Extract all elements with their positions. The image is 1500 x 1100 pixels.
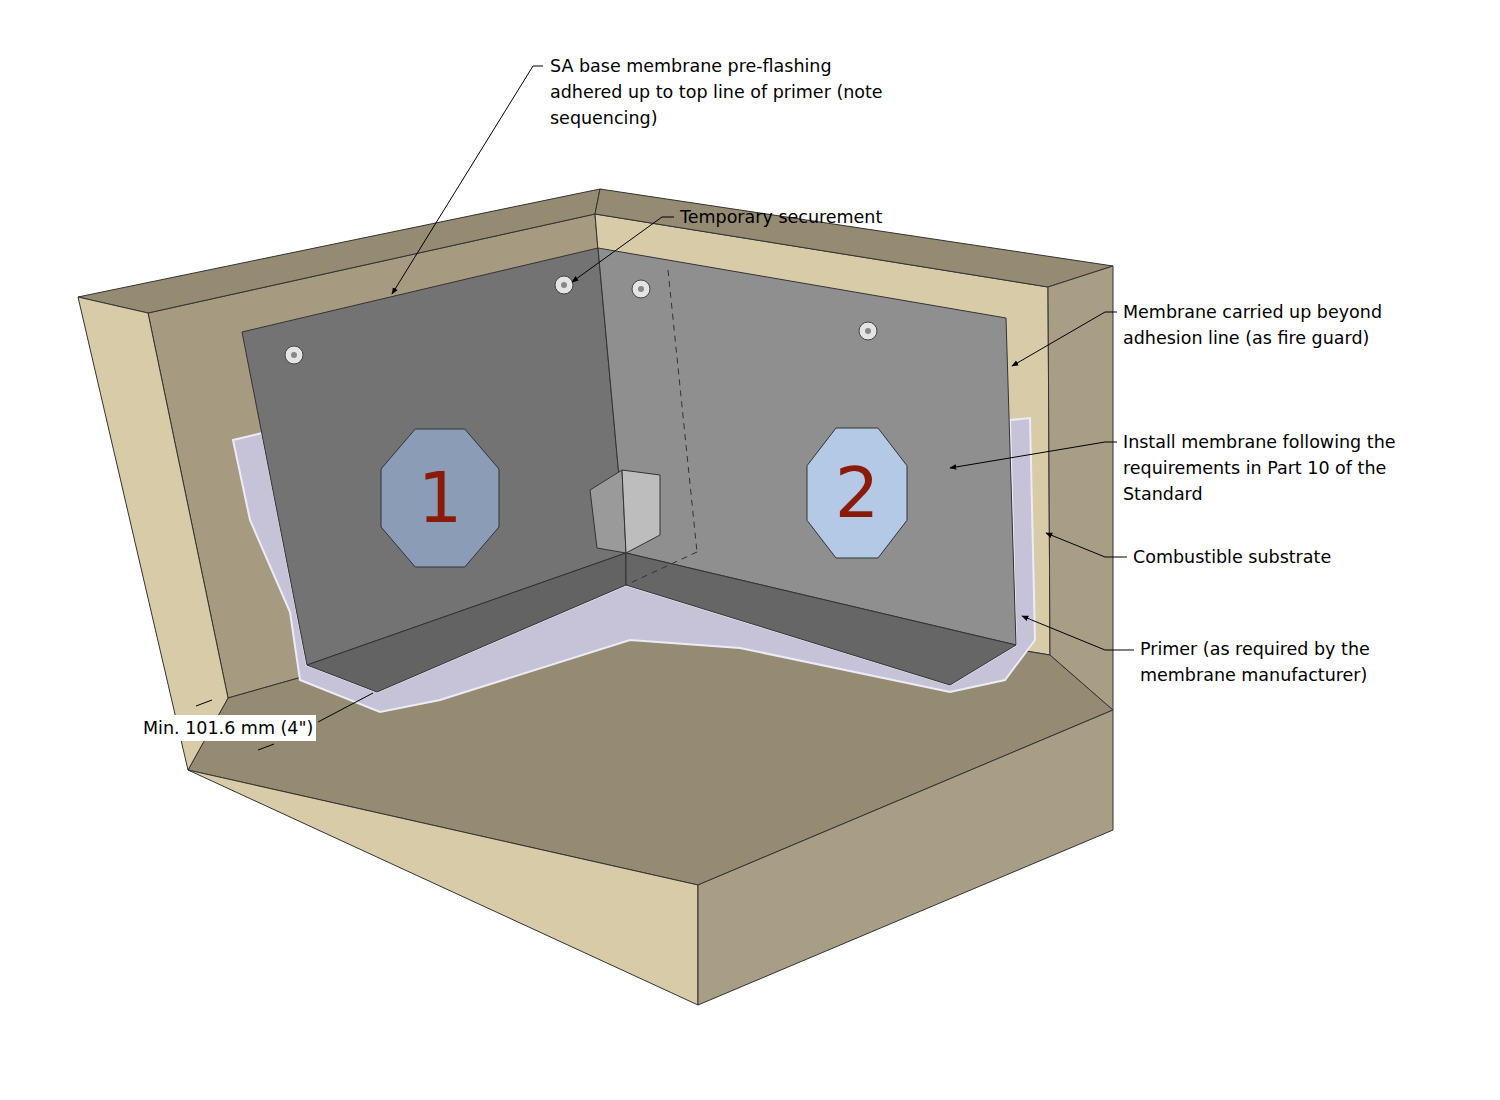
callout-note: Temporary securement: [680, 204, 882, 230]
callout-note: Install membrane following the requireme…: [1123, 429, 1433, 507]
leader-line: [950, 442, 1117, 468]
octagon-outline: [807, 428, 907, 558]
slab-front-face: [188, 770, 698, 1005]
fastener: [632, 280, 650, 298]
callout-note: Primer (as required by the membrane manu…: [1140, 636, 1420, 688]
dimension-line: [318, 693, 373, 722]
corner-patch: [590, 470, 626, 553]
callout-note: Combustible substrate: [1133, 544, 1331, 570]
membrane-floor-flap: [307, 553, 626, 692]
callout-octagon: 2: [807, 428, 907, 558]
octagon-outline: [381, 429, 499, 567]
callout-number: 1: [418, 463, 463, 533]
dimension-tick: [258, 744, 274, 750]
membrane-floor-flap: [626, 553, 1016, 685]
leader-line: [1022, 616, 1134, 650]
fastener: [859, 322, 877, 340]
callout-note: SA base membrane pre-flashing adhered up…: [550, 53, 895, 131]
slab-side-face: [698, 710, 1113, 1005]
callout-note: Membrane carried up beyond adhesion line…: [1123, 299, 1413, 351]
fastener: [555, 276, 573, 294]
callout-number: 2: [835, 458, 880, 528]
corner-patch: [622, 470, 660, 553]
leader-line: [1046, 533, 1127, 557]
hidden-edge: [626, 552, 697, 585]
callout-note: Min. 101.6 mm (4"): [140, 715, 316, 741]
fastener: [285, 346, 303, 364]
dimension-tick: [196, 700, 212, 706]
leader-line: [392, 66, 543, 294]
callout-octagon: 1: [381, 429, 499, 567]
hidden-edge: [668, 270, 697, 552]
leader-line: [1012, 312, 1117, 366]
left-wall-cut: [78, 297, 228, 770]
leader-line: [572, 217, 674, 282]
right-wall-cut: [1048, 266, 1113, 710]
